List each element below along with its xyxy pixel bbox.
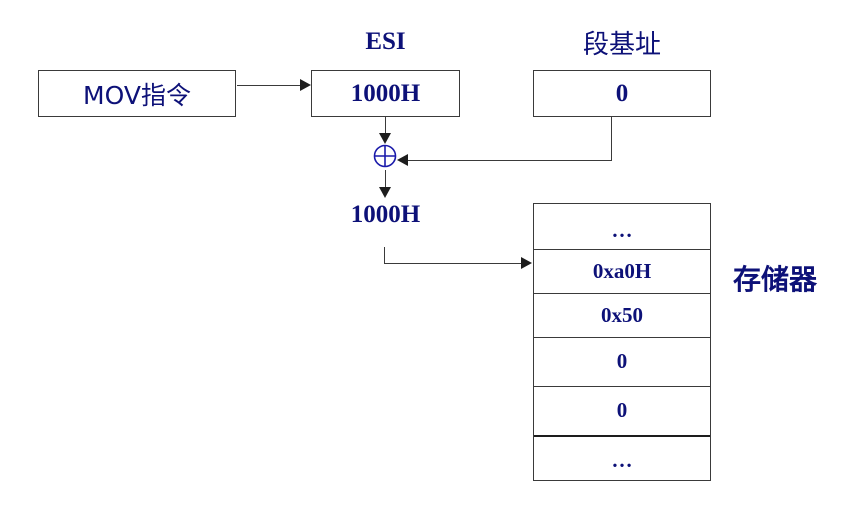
esi-caption: ESI (365, 28, 406, 55)
memory-cell-value: … (611, 218, 633, 242)
circled-plus-icon (373, 144, 397, 168)
memory-cell-zero-1: 0 (534, 337, 710, 386)
segment-base-to-adder-line (408, 160, 612, 161)
memory-row-divider (534, 337, 710, 338)
esi-register-box: 1000H (311, 70, 460, 117)
memory-cell-value: 0 (616, 398, 628, 422)
memory-cell-value: 0 (616, 349, 628, 373)
memory-cell-value: 0xa0H (592, 258, 652, 283)
memory-row-divider-thick (534, 435, 710, 437)
segment-base-drop-line (611, 117, 612, 161)
result-to-memory-vline (384, 247, 385, 264)
result-address-label: 1000H (350, 201, 421, 228)
memory-cell-0xa0h: 0xa0H (534, 249, 710, 293)
segment-base-to-adder-arrowhead (397, 154, 408, 166)
mov-instruction-box: MOV指令 (38, 70, 236, 117)
memory-cell-ellipsis-bottom: … (534, 435, 710, 479)
memory-cell-ellipsis-top: … (534, 204, 710, 249)
segment-base-box: 0 (533, 70, 711, 117)
memory-row-divider (534, 386, 710, 387)
result-to-memory-hline (384, 263, 522, 264)
mov-to-esi-arrowhead (300, 79, 311, 91)
memory-row-divider (534, 249, 710, 250)
esi-to-adder-arrowhead (379, 133, 391, 144)
esi-value: 1000H (350, 79, 421, 107)
memory-cell-0x50: 0x50 (534, 293, 710, 337)
memory-cell-value: 0x50 (601, 302, 643, 327)
memory-cell-zero-2: 0 (534, 386, 710, 435)
adder-to-result-arrowhead (379, 187, 391, 198)
mov-instruction-label: MOV指令 (83, 80, 191, 110)
esi-to-adder-line (385, 117, 386, 139)
memory-caption: 存储器 (733, 263, 818, 296)
segment-base-caption: 段基址 (582, 30, 661, 60)
result-to-memory-arrowhead (521, 257, 532, 269)
segment-base-value: 0 (615, 79, 629, 107)
memory-table: … 0xa0H 0x50 0 0 … (533, 203, 711, 481)
memory-cell-value: … (611, 448, 633, 472)
memory-row-divider (534, 293, 710, 294)
adder-to-result-line (385, 170, 386, 192)
mov-to-esi-line (237, 85, 303, 86)
